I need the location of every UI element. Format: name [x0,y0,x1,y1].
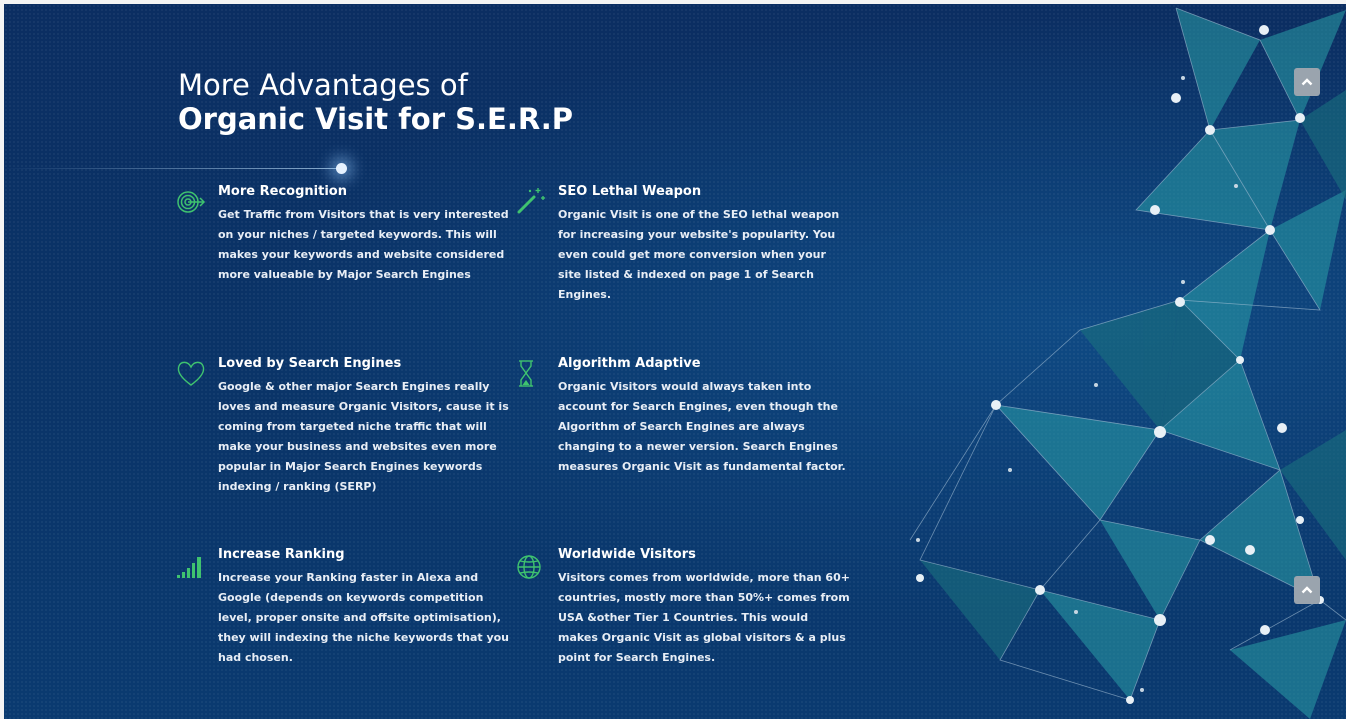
target-icon [177,191,206,213]
decorative-glow-dot [336,163,347,174]
section-title-line2: Organic Visit for S.E.R.P [178,102,573,136]
feature-title: SEO Lethal Weapon [558,184,702,199]
feature-description: Get Traffic from Visitors that is very i… [218,208,509,281]
network-graphic [909,7,1346,719]
feature-description: Increase your Ranking faster in Alexa an… [218,571,510,664]
feature-title: Worldwide Visitors [558,547,696,562]
chevron-up-icon [1301,78,1313,86]
feature-title: Algorithm Adaptive [558,356,701,371]
page-frame-left [0,0,4,719]
globe-icon [517,555,541,579]
hourglass-icon [519,360,533,387]
feature-description: Organic Visit is one of the SEO lethal w… [558,208,840,301]
heart-icon [177,361,205,386]
chevron-up-icon [1301,586,1313,594]
feature-title: More Recognition [218,184,347,199]
page-frame-top [0,0,1346,4]
feature-description: Visitors comes from worldwide, more than… [558,571,850,664]
section-title-line1: More Advantages of [178,68,468,102]
feature-description: Organic Visitors would always taken into… [558,380,846,473]
signal-bars-icon [177,557,201,578]
decorative-line [0,168,342,169]
scroll-to-top-button[interactable] [1294,68,1320,96]
scroll-up-button[interactable] [1294,576,1320,604]
feature-description: Google & other major Search Engines real… [218,380,509,493]
section-title: More Advantages of Organic Visit for S.E… [178,68,573,136]
magic-wand-icon [517,188,545,214]
feature-title: Increase Ranking [218,547,345,562]
feature-title: Loved by Search Engines [218,356,402,371]
